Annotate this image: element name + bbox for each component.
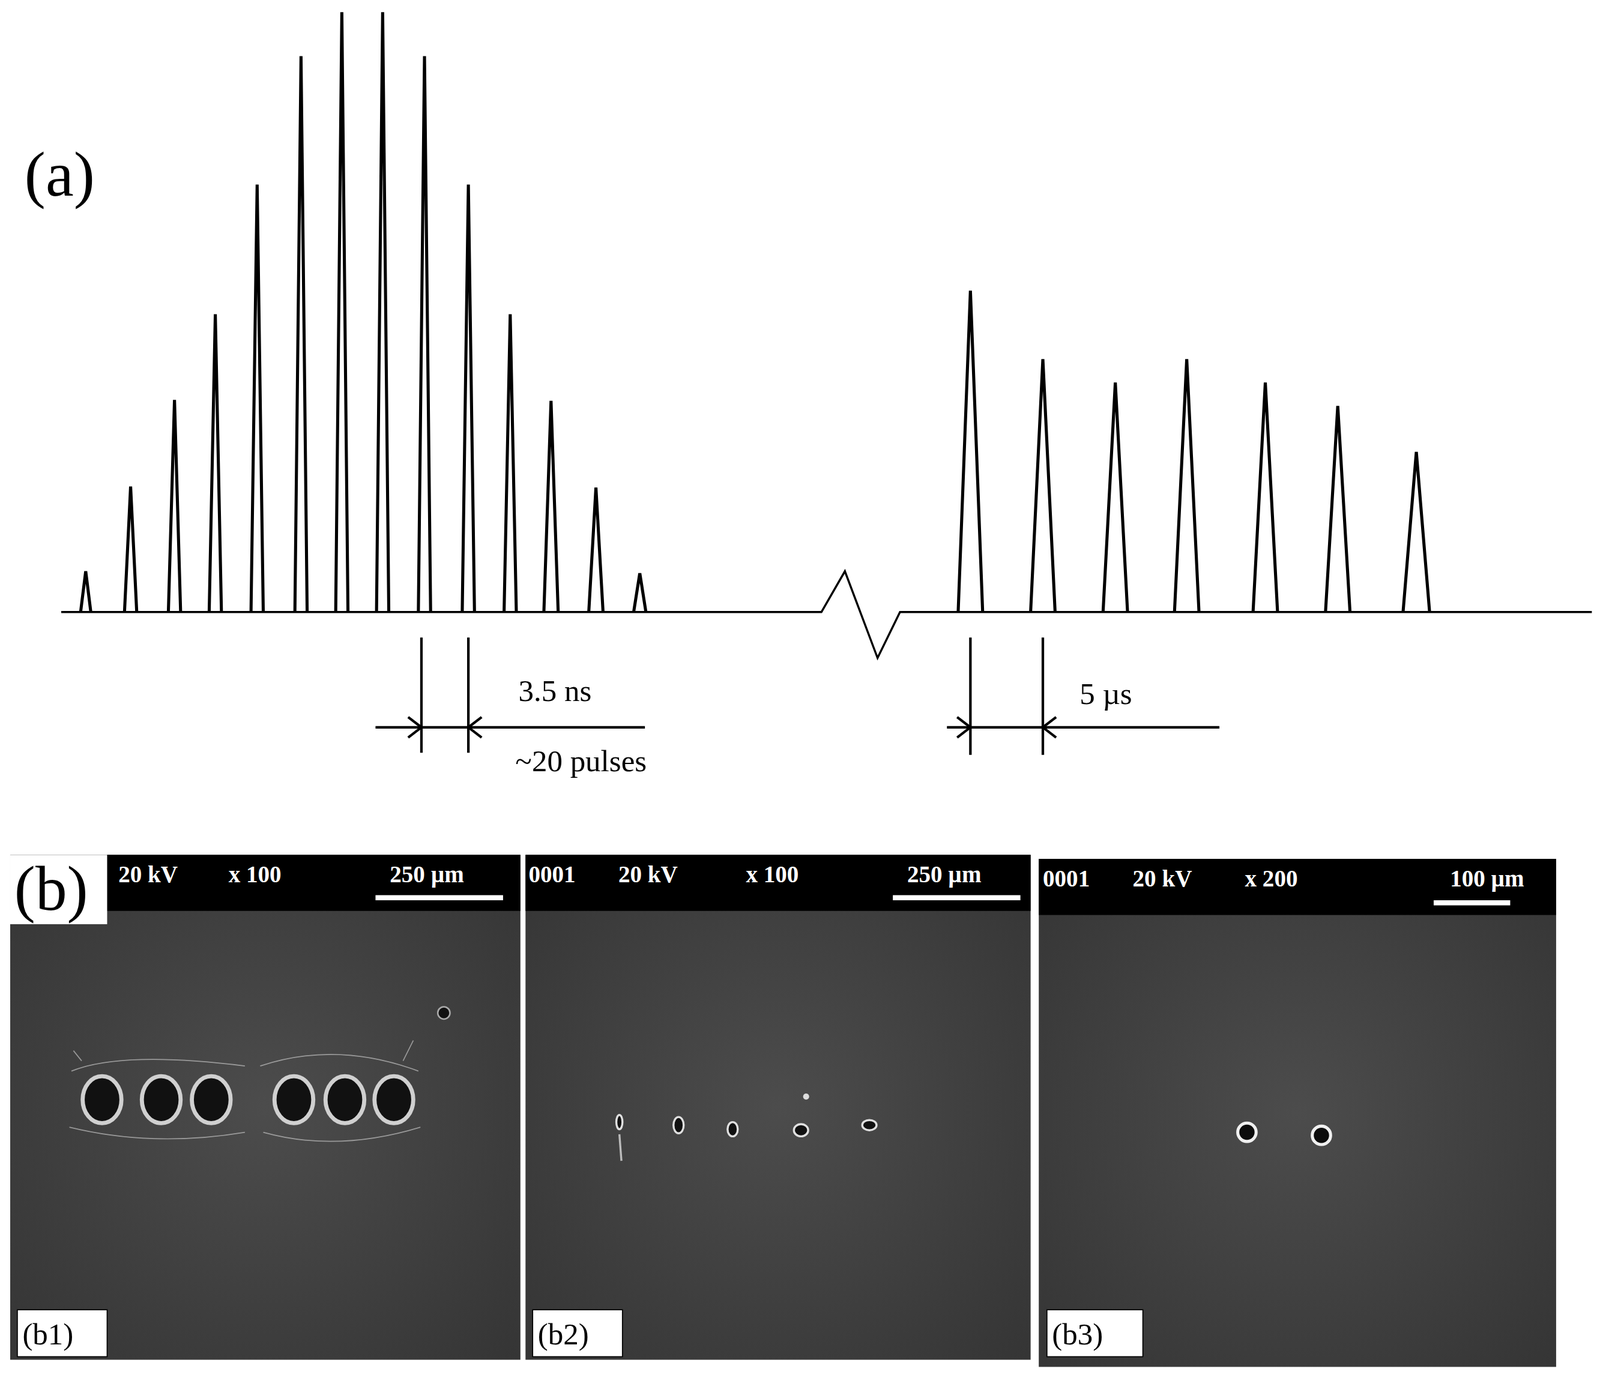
figure-label: 3.5 ns [518,675,592,707]
figure-label: 5 µs [1079,678,1132,710]
sem-header-text: 100 µm [1449,867,1525,891]
figure-label: (a) [24,142,95,206]
pulse-train [80,12,647,612]
sem-header-text: 20 kV [618,863,678,887]
sem-header-text: 0001 [1042,867,1090,891]
figure-label: (b1) [22,1319,74,1351]
figure-label: (b) [14,857,89,921]
pulse-train [958,290,1430,612]
sem-header-text: x 200 [1245,867,1299,891]
sem-header-text: 250 µm [389,863,465,887]
sem-header-text: 250 µm [907,863,982,887]
time-axis [61,571,1592,659]
sem-header-text: x 100 [745,863,799,887]
sem-header-text: 20 kV [118,863,178,887]
sem-header-text: 20 kV [1132,867,1193,891]
figure-label: ~20 pulses [515,745,647,777]
sem-header-text: 0001 [528,863,576,887]
figure-label: (b3) [1051,1319,1103,1351]
figure-label: (b2) [537,1319,589,1351]
sem-image [10,854,1557,1368]
sem-header-text: x 100 [228,863,282,887]
dimension-marker [375,637,1220,755]
